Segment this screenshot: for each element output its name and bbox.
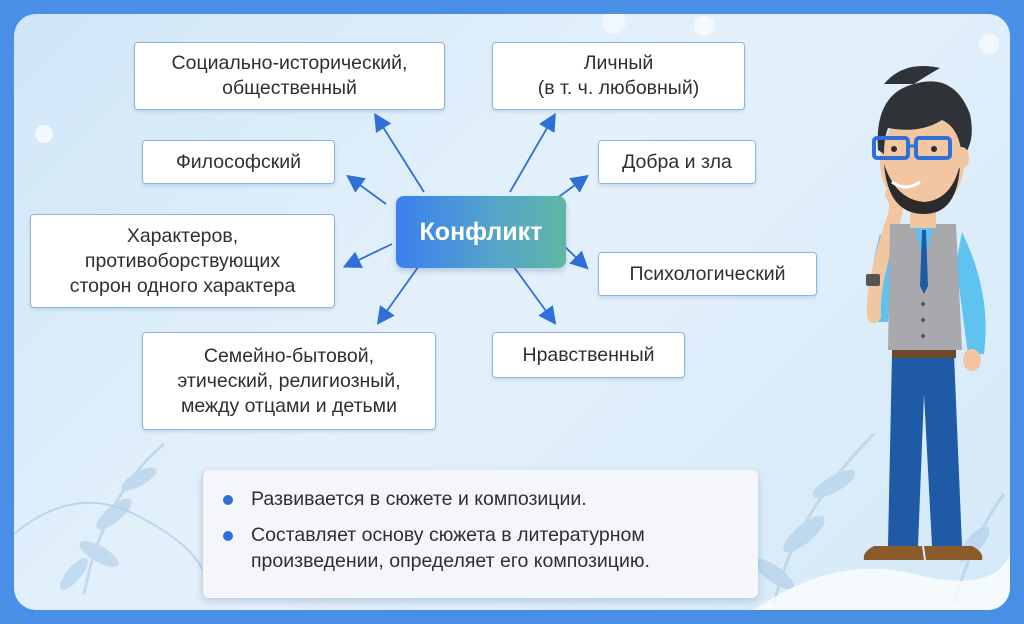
node-psychological: Психологический	[598, 252, 817, 296]
arrow-to-characters	[342, 243, 393, 268]
node-social-historical: Социально-исторический, общественный	[134, 42, 445, 110]
info-bullet: Развивается в сюжете и композиции.	[223, 486, 738, 512]
arrow-to-psychological	[561, 243, 589, 270]
arrow-to-philosophical	[346, 174, 387, 205]
background-decoration	[14, 14, 1010, 610]
arrow-to-social	[374, 112, 425, 193]
bullet-dot-icon	[223, 495, 233, 505]
diagram-panel: Социально-исторический, общественный Лич…	[14, 14, 1010, 610]
node-philosophical: Философский	[142, 140, 335, 184]
info-bullet: Составляет основу сюжета в литературном …	[223, 522, 738, 574]
arrow-to-personal	[509, 112, 556, 193]
node-family-ethical-religious: Семейно-бытовой, этический, религиозный,…	[142, 332, 436, 430]
node-good-and-evil: Добра и зла	[598, 140, 756, 184]
teacher-illustration	[863, 66, 986, 560]
info-bullet-text: Развивается в сюжете и композиции.	[251, 488, 587, 510]
node-moral: Нравственный	[492, 332, 685, 378]
info-bullet-text: Составляет основу сюжета в литературном …	[251, 524, 650, 572]
leaf-decoration-right	[753, 432, 1006, 605]
center-node-conflict: Конфликт	[396, 196, 566, 268]
leaf-decoration-left	[60, 442, 165, 595]
node-characters: Характеров, противоборствующих сторон од…	[30, 214, 335, 308]
bullet-dot-icon	[223, 531, 233, 541]
node-personal: Личный (в т. ч. любовный)	[492, 42, 745, 110]
info-box: Развивается в сюжете и композиции. Соста…	[202, 470, 758, 598]
